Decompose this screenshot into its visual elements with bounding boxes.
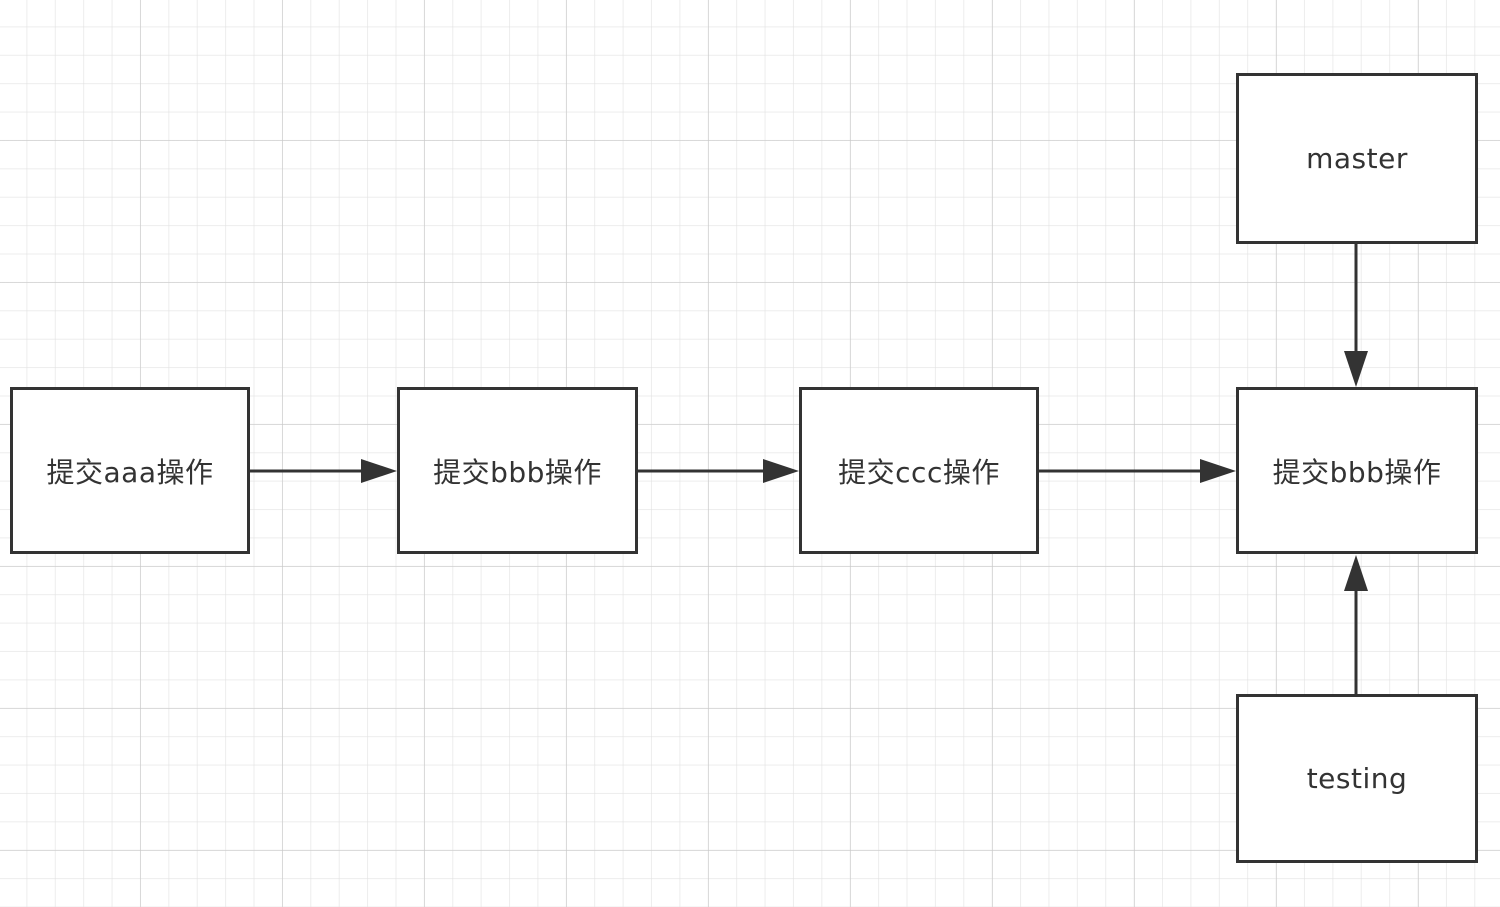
branch-node-label: testing bbox=[1306, 762, 1408, 795]
edge-testing-to-bbb2 bbox=[1344, 555, 1368, 694]
commit-node-label: 提交ccc操作 bbox=[838, 455, 1000, 489]
branch-node-master[interactable]: master bbox=[1236, 73, 1478, 244]
branch-node-testing[interactable]: testing bbox=[1236, 694, 1478, 863]
commit-node-ccc[interactable]: 提交ccc操作 bbox=[799, 387, 1039, 554]
branch-node-label: master bbox=[1306, 142, 1408, 175]
edge-bbb1-to-ccc bbox=[638, 459, 799, 483]
commit-node-label: 提交aaa操作 bbox=[46, 455, 214, 489]
commit-node-label: 提交bbb操作 bbox=[1272, 455, 1442, 489]
commit-node-bbb-2[interactable]: 提交bbb操作 bbox=[1236, 387, 1478, 554]
edge-ccc-to-bbb2 bbox=[1039, 459, 1236, 483]
edge-aaa-to-bbb1 bbox=[250, 459, 397, 483]
edge-master-to-bbb2 bbox=[1344, 244, 1368, 387]
commit-node-aaa[interactable]: 提交aaa操作 bbox=[10, 387, 250, 554]
commit-node-bbb-1[interactable]: 提交bbb操作 bbox=[397, 387, 638, 554]
commit-node-label: 提交bbb操作 bbox=[433, 455, 602, 489]
